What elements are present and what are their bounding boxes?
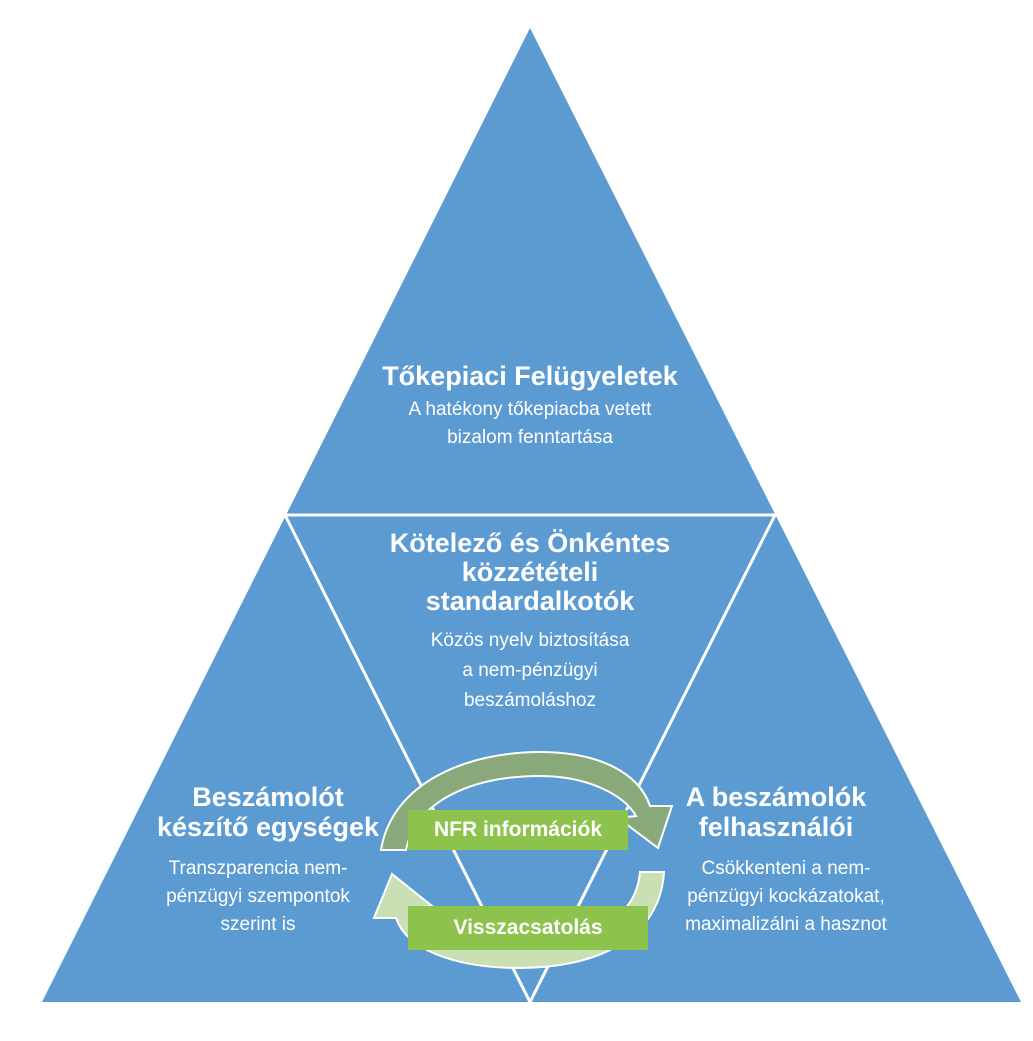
left-title-line2: készítő egységek xyxy=(156,812,380,842)
right-description-line2: pénzügyi kockázatokat, xyxy=(687,886,885,907)
right-title-line2: felhasználói xyxy=(698,812,854,842)
top-title: Tőkepiaci Felügyeletek xyxy=(382,361,678,391)
top-description-line1: A hatékony tőkepiacba vetett xyxy=(408,399,652,420)
feedback-label: Visszacsatolás xyxy=(453,916,603,939)
center-title-line1: Kötelező és Önkéntes xyxy=(389,528,671,558)
right-description-line3: maximalizálni a hasznot xyxy=(685,914,887,935)
right-description-line1: Csökkenteni a nem- xyxy=(701,858,871,879)
center-title-line3: standardalkotók xyxy=(425,586,635,616)
feedback-band xyxy=(408,906,648,950)
inner-triangle-divider xyxy=(283,513,778,1006)
center-title-line2: közzétételi xyxy=(461,557,599,587)
center-description-line2: a nem-pénzügyi xyxy=(462,660,598,681)
right-title-line1: A beszámolók xyxy=(685,782,867,812)
left-description-line2: pénzügyi szempontok xyxy=(166,886,350,907)
nfr-info-label: NFR információk xyxy=(433,818,603,841)
left-description-line1: Transzparencia nem- xyxy=(168,858,348,879)
cycle-arrow-upper xyxy=(379,750,674,851)
center-description-line3: beszámoláshoz xyxy=(463,690,597,711)
center-description-line1: Közös nyelv biztosítása xyxy=(430,630,630,651)
left-title-line1: Beszámolót xyxy=(192,782,344,812)
top-description-line2: bizalom fenntartása xyxy=(447,427,613,448)
left-description-line3: szerint is xyxy=(220,914,296,935)
nfr-band xyxy=(408,810,628,850)
